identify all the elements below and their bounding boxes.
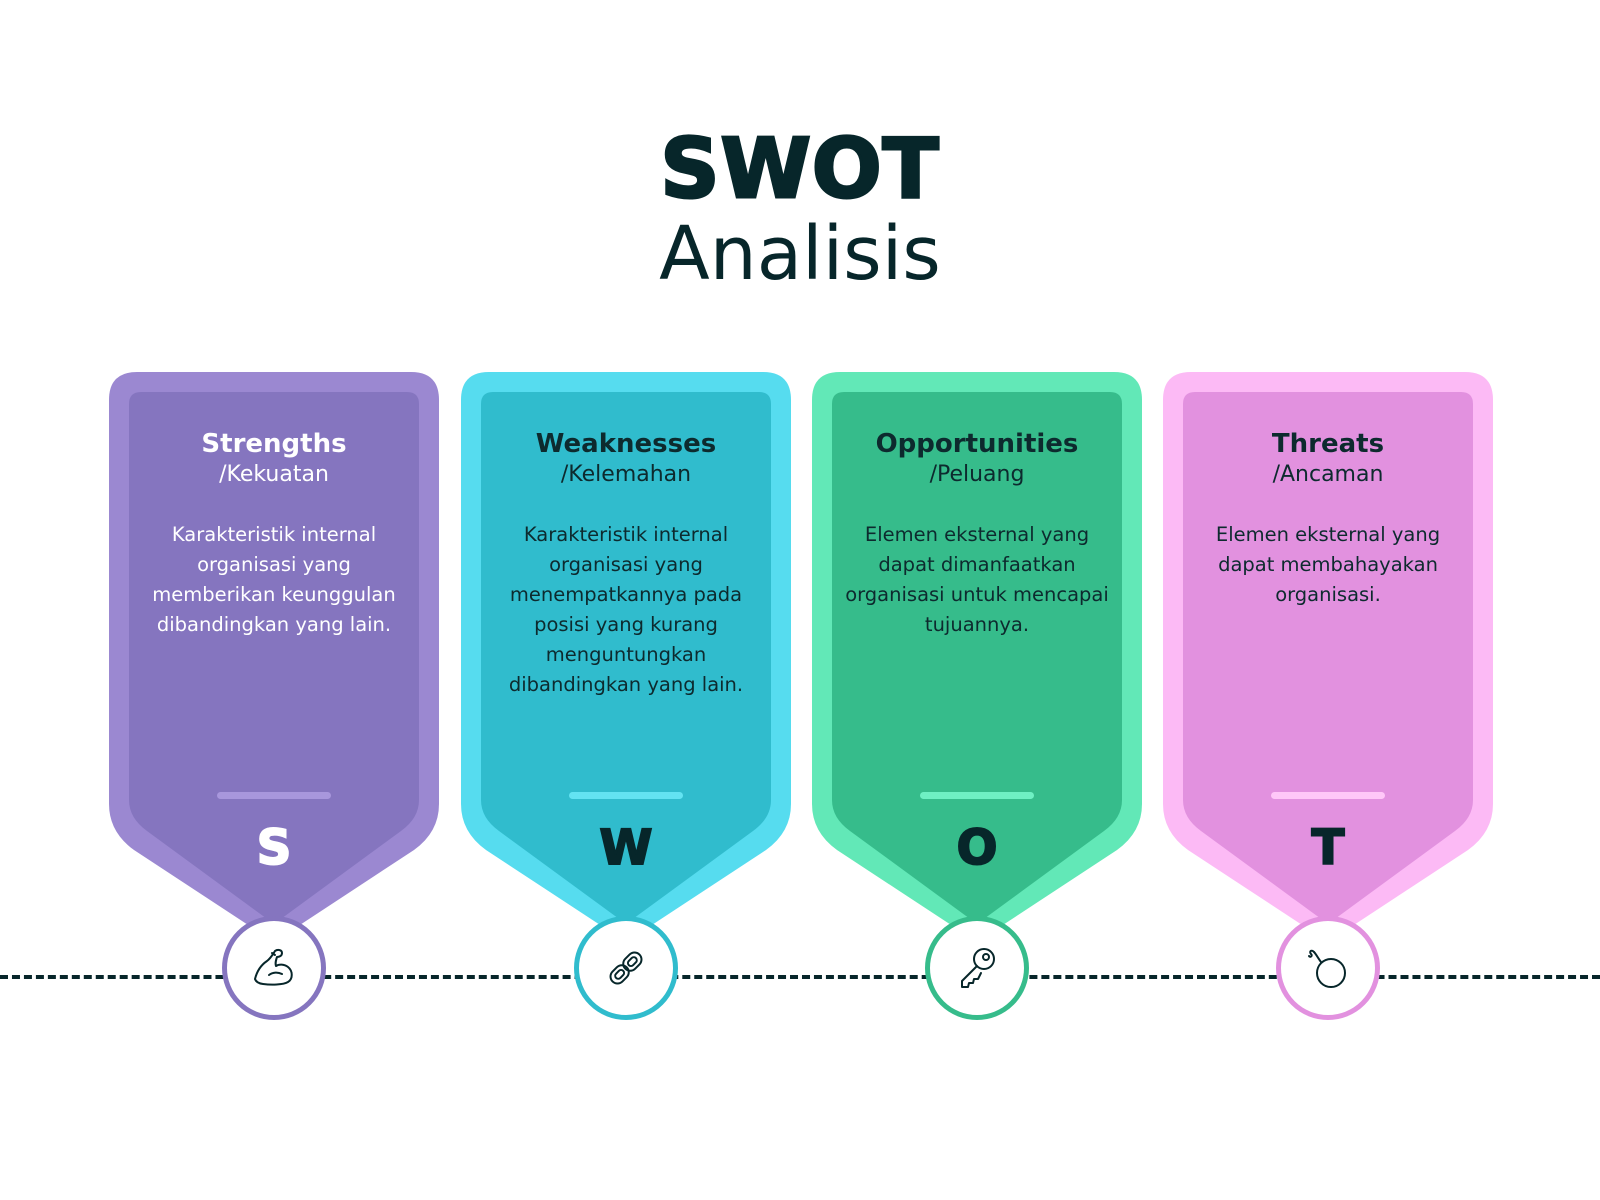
card-letter: O: [956, 819, 999, 877]
title-block: SWOT Analisis: [0, 122, 1600, 299]
opportunities-icon-circle: [925, 916, 1029, 1020]
card-subheading: /Peluang: [929, 462, 1025, 487]
card-strengths: Strengths /Kekuatan Karakteristik intern…: [109, 372, 439, 942]
card-strengths-content: Strengths /Kekuatan Karakteristik intern…: [129, 372, 419, 640]
card-heading: Strengths: [201, 429, 347, 459]
card-description: Elemen eksternal yang dapat dimanfaatkan…: [845, 523, 1109, 636]
card-opportunities-shape: [812, 372, 1142, 942]
card-subheading: /Kekuatan: [219, 462, 329, 487]
card-heading: Weaknesses: [535, 429, 717, 459]
strengths-icon-circle: [222, 916, 326, 1020]
card-subheading: /Ancaman: [1272, 462, 1384, 487]
card-threats: Threats /Ancaman Elemen eksternal yang d…: [1163, 372, 1493, 942]
title-sub: Analisis: [659, 211, 941, 297]
card-divider: [1271, 792, 1385, 799]
card-description: Karakteristik internal organisasi yang m…: [508, 523, 744, 696]
bomb-icon: [1308, 949, 1346, 988]
card-divider: [920, 792, 1034, 799]
card-description: Karakteristik internal organisasi yang m…: [152, 523, 396, 636]
card-weaknesses-shape: [461, 372, 791, 942]
card-opportunities: Opportunities /Peluang Elemen eksternal …: [812, 372, 1142, 942]
card-heading: Threats: [1271, 429, 1385, 459]
card-divider: [569, 792, 683, 799]
card-opportunities-content: Opportunities /Peluang Elemen eksternal …: [832, 372, 1122, 640]
card-threats-content: Threats /Ancaman Elemen eksternal yang d…: [1183, 372, 1473, 610]
card-divider: [217, 792, 331, 799]
card-subheading: /Kelemahan: [560, 462, 692, 487]
card-letter: T: [1311, 819, 1346, 877]
muscle-arm-icon: [254, 948, 293, 986]
card-threats-shape: [1163, 372, 1493, 942]
chain-link-icon: [609, 951, 643, 985]
card-weaknesses-content: Weaknesses /Kelemahan Karakteristik inte…: [481, 372, 771, 700]
card-weaknesses: Weaknesses /Kelemahan Karakteristik inte…: [461, 372, 791, 942]
threats-icon-circle: [1276, 916, 1380, 1020]
key-icon: [961, 948, 995, 988]
dashed-timeline: [0, 975, 1600, 979]
card-letter: W: [599, 819, 654, 877]
card-description: Elemen eksternal yang dapat membahayakan…: [1215, 523, 1441, 606]
card-heading: Opportunities: [875, 429, 1079, 459]
card-strengths-shape: [109, 372, 439, 942]
title-main: SWOT: [659, 122, 940, 217]
weaknesses-icon-circle: [574, 916, 678, 1020]
card-letter: S: [256, 819, 293, 877]
